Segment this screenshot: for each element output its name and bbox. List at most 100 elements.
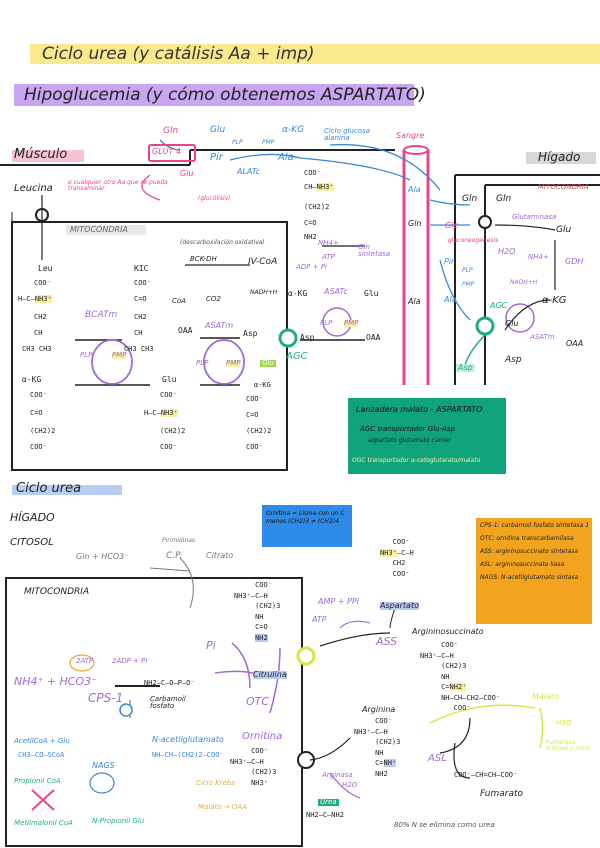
leucina-label: Leucina: [14, 183, 53, 194]
citrato-label: Citrato: [206, 551, 234, 560]
leu-coo: COO⁻: [34, 279, 51, 287]
co2-label: CO2: [206, 295, 221, 303]
legend-item: OTC: ornitina transcarbamilasa: [480, 535, 574, 542]
pir-liver: Pir: [444, 257, 455, 266]
bckdh-label: BCK-DH: [190, 255, 217, 263]
pir-top: Pir: [210, 152, 223, 163]
plp-2: PLP: [196, 359, 209, 367]
asp-mid: Asp: [300, 333, 315, 342]
nag-struct: NH–CH–(CH2)2–COO⁻: [152, 751, 224, 759]
cp-label: C.P.: [166, 551, 183, 561]
info-box: [348, 398, 506, 474]
kic-label: KIC: [134, 264, 149, 273]
pmp-liver: PMP: [462, 281, 475, 288]
nadh-liver: NADH+H: [510, 279, 538, 286]
adp2-label: 2ADP + Pi: [112, 657, 148, 665]
acetilcoa-label: AcetilCoA + Glu: [14, 737, 70, 745]
info-title: Lanzadera malato - ASPARTATO: [356, 405, 483, 414]
argininosuccinato-label: Argininosuccinato: [412, 627, 484, 636]
gln-hco3: Gln + HCO3⁻: [76, 552, 129, 561]
info-line1: AGC transportador Glu-Asp: [360, 425, 455, 433]
glu-small: Glu: [180, 169, 194, 178]
akg-right: α-KG: [288, 289, 308, 298]
bcat-label: BCATm: [85, 310, 118, 320]
h2o-fumarasa: H2O: [556, 719, 572, 727]
info-line3: OGC transportador α-cetoglutarato/malato: [352, 457, 481, 464]
kic-ch3: CH3 CH3: [124, 345, 154, 353]
plp-top: PLP: [232, 139, 243, 146]
pmp-2: PMP: [226, 359, 241, 367]
citosol-label: CITOSOL: [10, 537, 54, 548]
glut4-box: [148, 144, 196, 162]
asp-liver: Asp: [505, 355, 522, 365]
glu-left: Glu: [162, 375, 177, 384]
ornitina-struct: COO⁻ NH3⁺–C–H (CH2)3 NH3⁺: [230, 747, 277, 787]
gln-top: Gln: [163, 126, 179, 136]
kic-ch2: CH2: [134, 313, 147, 321]
n-propionilglu-label: N-Propionil Glu: [92, 817, 145, 825]
nh4-hco3: NH4⁺ + HCO3⁻: [14, 675, 97, 688]
akg-liver: α-KG: [542, 295, 567, 306]
leucina-note: o cualquier otro Aa que se pueda transam…: [68, 179, 168, 192]
sangre-label: Sangre: [396, 131, 425, 140]
glu-liver-2: Glu: [505, 319, 519, 328]
leu-label: Leu: [38, 264, 53, 273]
propionil-label: Propionil CoA: [14, 777, 61, 785]
ala-liver: Ala: [444, 295, 457, 304]
higado-label: Hígado: [538, 150, 581, 164]
nags-label: NAGS: [92, 761, 115, 770]
gln-struct-5: NH2: [304, 233, 317, 241]
agc-right: AGC: [490, 301, 508, 310]
carbamoil-label: Carbamoil fosfato: [150, 695, 186, 710]
musculo-highlight: [12, 150, 84, 162]
urea-struct: NH2–C–NH2: [306, 811, 344, 819]
ala-vessel-2: Ala: [408, 297, 421, 306]
legend-box: [476, 518, 592, 624]
fumarato-struct: COO⁻–CH=CH–COO⁻: [454, 771, 518, 779]
ornitina-label: Ornitina: [242, 731, 283, 742]
glu-struct-2: H–C–NH3⁺: [144, 409, 178, 417]
leu-ch2: CH2: [34, 313, 47, 321]
cps1-label: CPS-1: [88, 691, 124, 705]
coa-label: CoA: [172, 297, 186, 305]
pi-label: Pi: [206, 639, 216, 652]
akg-mid-4: COO⁻: [246, 443, 263, 451]
oaa-left: OAA: [178, 326, 193, 335]
pmp-1: PMP: [112, 351, 127, 359]
section-title: Ciclo urea: [16, 481, 82, 496]
section-highlight: [12, 485, 122, 495]
glc-liver: Glc: [445, 221, 458, 230]
subtitle-highlight: [14, 84, 414, 106]
plp-3: PLP: [320, 319, 333, 327]
asat-m-label: ASATm: [205, 321, 234, 330]
bottom-diagram-lines: [5, 557, 544, 847]
akg-mid-2: C=O: [246, 411, 259, 419]
legend-item: NAGS: N-acetilglutamato sintasa: [480, 574, 579, 581]
akg-mid-1: COO⁻: [246, 395, 263, 403]
pmp-3: PMP: [344, 319, 359, 327]
legend-item: CPS-1: carbamoil fosfato sintetasa 1: [480, 522, 590, 529]
musculo-label: Músculo: [14, 147, 68, 162]
h2o-arginasa: H2O: [342, 781, 358, 789]
mitocondria-right: MITOCONDRIA: [538, 183, 589, 191]
alat-label: ALATc: [237, 167, 261, 176]
glu-struct-1: COO⁻: [160, 391, 177, 399]
atp-left: ATP: [322, 253, 335, 261]
fumarasa-label: Fumarasa (citosol y mito): [546, 739, 592, 752]
gln-struct-3: (CH2)2: [304, 203, 330, 211]
akg-mid-3: (CH2)2: [246, 427, 272, 435]
citrulina-struct: COO⁻ NH3⁺–C–H (CH2)3 NH C=O NH2: [234, 581, 281, 642]
urea-note: 80% N se elimina como urea: [394, 821, 495, 829]
ivcoa-label: IV-CoA: [248, 257, 278, 267]
asl-label: ASL: [428, 753, 447, 764]
arginina-struct: COO⁻ NH3⁺–C–H (CH2)3 NH C=NH⁺ NH2: [354, 717, 401, 778]
akg-top: α-KG: [282, 125, 305, 135]
ass-label: ASS: [376, 635, 398, 648]
agc-left: AGC: [286, 351, 308, 362]
glut4-label: GLUT 4: [152, 147, 182, 156]
info-line2: aspartato glutamato carrier: [368, 437, 452, 444]
otc-label: OTC: [246, 695, 270, 708]
akg-mid: α-KG: [254, 381, 271, 389]
atp-ass: ATP: [312, 615, 327, 624]
malato-oaa-label: Malato → OAA: [198, 803, 247, 811]
